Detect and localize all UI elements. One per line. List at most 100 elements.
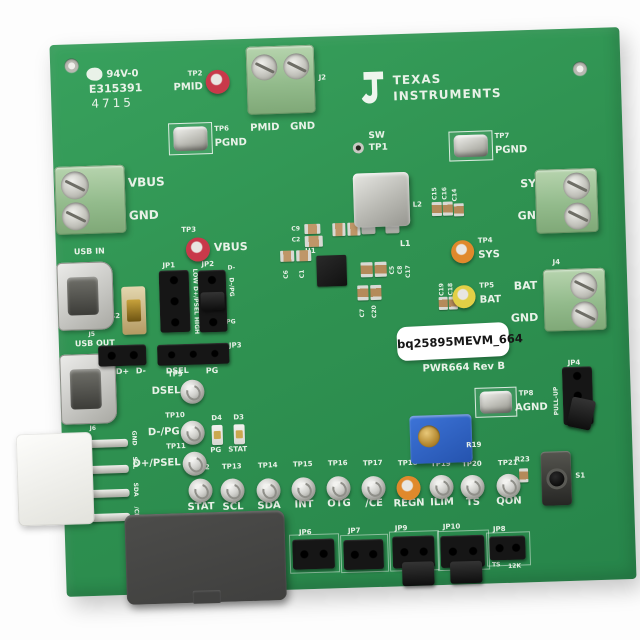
tp12-test-point — [188, 478, 213, 503]
tp15-test-point — [291, 476, 316, 502]
j5-ref-label: J5 — [88, 330, 96, 339]
inductor-l2 — [352, 171, 411, 228]
screw-head — [569, 272, 598, 300]
j4-pin2-label: GND — [510, 310, 539, 325]
ti-logo-icon — [361, 71, 384, 104]
jumper-jp6 — [292, 538, 336, 570]
capacitor — [332, 222, 346, 237]
capacitor — [374, 261, 387, 277]
jp2-side-label: D-/PG — [227, 277, 236, 297]
jp8-label-12k: 12K — [507, 562, 522, 570]
jp8-label-ts: TS — [491, 561, 501, 569]
tp15-ref-label: TP15 — [292, 460, 313, 469]
c17-ref-label: C17 — [404, 265, 412, 279]
capacitor — [431, 201, 443, 217]
tp1-ref-label: TP1 — [368, 142, 389, 154]
jumper-jp3-block1 — [97, 344, 147, 367]
jumper-shunt — [566, 396, 597, 431]
tp8-ref-label: TP8 — [518, 389, 534, 398]
tp5-test-point — [452, 284, 476, 309]
j2-pin1-label: PMID — [250, 121, 280, 134]
d4-ref-label: D4 — [211, 413, 223, 423]
r19-ref-label: R19 — [466, 440, 482, 450]
tp14-ref-label: TP14 — [257, 461, 278, 470]
tp11-ref-label: TP11 — [166, 442, 186, 451]
mounting-hole-top-right — [572, 61, 588, 77]
c2-ref-label: C2 — [291, 236, 301, 244]
tp4-ref-label: TP4 — [477, 236, 493, 245]
tp8-net-label: AGND — [514, 401, 548, 414]
jp3-label-dplus: D+ — [115, 366, 130, 377]
j4-pin1-label: BAT — [513, 278, 538, 293]
ul-logo-icon — [86, 67, 103, 81]
mounting-hole-top-left — [63, 58, 80, 74]
tp6-net-label: PGND — [214, 136, 248, 149]
screw-head — [60, 170, 90, 200]
tp7-ref-label: TP7 — [494, 131, 510, 141]
switch-s2 — [121, 286, 147, 335]
aux-pin-label-gnd: GND — [130, 430, 138, 446]
jp2-ref-label: JP2 — [201, 260, 215, 269]
jumper-shunt — [401, 561, 435, 587]
tp13-ref-label: TP13 — [221, 462, 242, 471]
jumper-jp7 — [343, 538, 385, 571]
usb-connector-j5 — [56, 261, 115, 331]
tp21-test-point — [496, 473, 521, 499]
tp2-test-point — [205, 69, 231, 95]
tp7-test-loop — [448, 130, 494, 162]
terminal-j4 — [542, 267, 607, 332]
capacitor — [296, 249, 312, 262]
jp4-side-label: PULL-UP — [552, 386, 561, 416]
led-d4 — [211, 424, 224, 446]
ul-file-number: E315391 — [88, 81, 143, 96]
flammability-rating: 94V-0 — [106, 68, 139, 81]
tp6-ref-label: TP6 — [214, 124, 230, 133]
jp1-ref-label: JP1 — [162, 261, 176, 270]
brand-name-line1: Texas — [392, 71, 442, 88]
tp2-ref-label: TP2 — [187, 69, 203, 78]
capacitor — [360, 262, 373, 278]
tp11-test-point — [182, 451, 208, 477]
c20-ref-label: C20 — [370, 305, 379, 319]
l2-ref-label: L2 — [412, 200, 423, 209]
usb-in-label: USB IN — [73, 246, 105, 257]
c6-ref-label: C6 — [282, 270, 290, 279]
c1-ref-label: C1 — [298, 269, 306, 279]
tp2-net-label: PMID — [173, 81, 204, 94]
jumper-shunt — [449, 560, 483, 584]
model-sticker: bq25895MEVM_664 — [396, 321, 523, 362]
aux-pin-label-scl: SCL — [131, 456, 139, 470]
terminal-sys — [534, 167, 599, 234]
tp3-net-label: VBUS — [213, 239, 248, 255]
jp6-ref-label: JP6 — [298, 528, 312, 537]
jumper-jp3-block2 — [156, 342, 230, 366]
screw-head — [61, 201, 91, 231]
screw-head — [282, 52, 310, 80]
led-d3 — [233, 424, 246, 445]
capacitor — [280, 250, 295, 262]
brand-name-line2: Instruments — [393, 85, 502, 104]
screw-head — [570, 300, 599, 329]
tp5-ref-label: TP5 — [479, 281, 495, 290]
tp8-test-loop — [474, 386, 518, 418]
d4-net-label: PG — [210, 445, 222, 455]
jp8-ref-label: JP8 — [492, 525, 506, 534]
board-revision-label: PWR664 Rev B — [422, 360, 506, 375]
tp16-ref-label: TP16 — [327, 458, 348, 468]
tp3-test-point — [185, 237, 211, 262]
pcb-board: 94V-0 E315391 4715 TP2 PMID J2 PMID GND … — [15, 27, 637, 605]
j2-pin2-label: GND — [289, 120, 316, 133]
capacitor — [304, 235, 323, 248]
tp17-ref-label: TP17 — [362, 458, 383, 468]
capacitor — [442, 201, 454, 216]
tp14-test-point — [256, 478, 281, 503]
c16-ref-label: C16 — [441, 186, 449, 200]
tp10-ref-label: TP10 — [165, 411, 185, 420]
terminal-vbus — [54, 164, 127, 235]
c9-ref-label: C9 — [291, 225, 301, 233]
capacitor — [370, 284, 382, 301]
tp10-net-label: D-/PG — [147, 426, 180, 439]
tp18-test-point — [396, 475, 421, 501]
c19-ref-label: C19 — [438, 283, 446, 296]
j6-ref-label: J6 — [89, 424, 97, 433]
